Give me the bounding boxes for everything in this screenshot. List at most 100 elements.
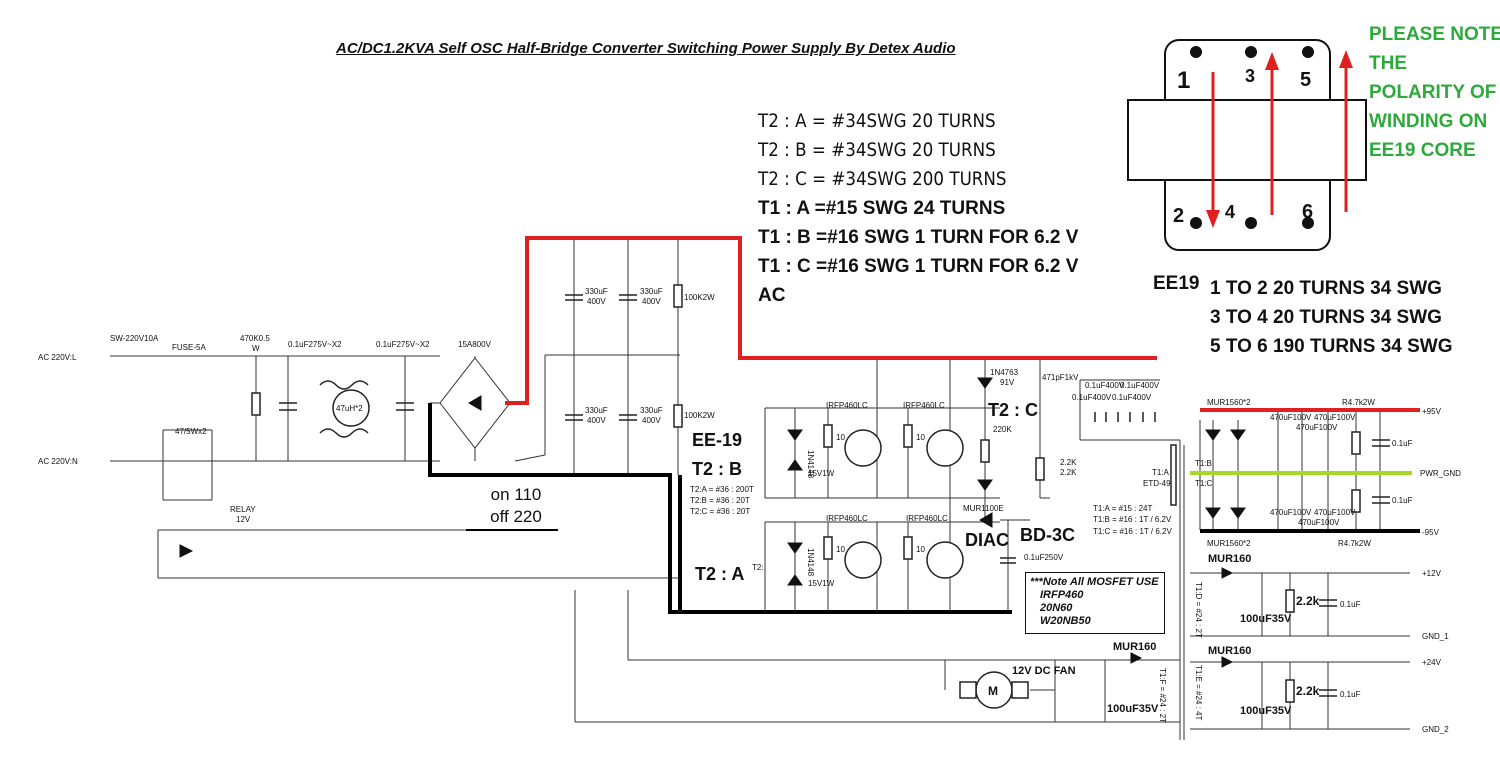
t2-winding-a: T2 : A = #34SWG 20 TURNS: [758, 110, 996, 132]
label-relay-v: 12V: [236, 515, 251, 524]
label-cap-bot1-v: 400V: [587, 416, 606, 425]
label-c01-bot: 0.1uF: [1392, 496, 1413, 505]
label-r2k2-b: 2.2k: [1296, 684, 1320, 698]
ee19-pin-5: 5: [1300, 69, 1311, 91]
t2-winding-b: T2 : B = #34SWG 20 TURNS: [758, 139, 996, 161]
page-title: AC/DC1.2KVA Self OSC Half-Bridge Convert…: [336, 40, 956, 57]
label-q4: IRFP460LC: [906, 514, 948, 523]
ee19-pin-6: 6: [1302, 201, 1313, 223]
label-rg3: 10: [836, 545, 845, 554]
label-cap-bot2-v: 400V: [642, 416, 661, 425]
hv-positive-rail: [505, 236, 1157, 405]
label-x2a: 0.1uF275V~X2: [288, 340, 342, 349]
t1-winding-a: T1 : A =#15 SWG 24 TURNS: [758, 198, 1006, 219]
label-mur160-a: MUR160: [1208, 553, 1251, 565]
label-diac: DIAC: [965, 530, 1009, 550]
label-gnd2: GND_2: [1422, 725, 1449, 734]
switch-note-on: on 110: [490, 485, 542, 504]
label-t2-small: T2:: [752, 563, 764, 572]
label-c01-400a: 0.1uF400V: [1085, 381, 1125, 390]
mosfet-note-heading: ***Note All MOSFET USE: [1030, 576, 1159, 588]
label-t1box-2: T1:B = #16 : 1T / 6.2V: [1093, 515, 1172, 524]
label-c100-a: 100uF35V: [1240, 613, 1292, 625]
component-labels: AC 220V:L AC 220V:N SW-220V10A FUSE-5A 4…: [38, 287, 1461, 734]
label-cap-top2: 330uF: [640, 287, 663, 296]
label-t1e: T1:E = #24 : 4T: [1194, 665, 1203, 720]
label-mur1560-top: MUR1560*2: [1207, 398, 1251, 407]
t2-winding-c: T2 : C = #34SWG 200 TURNS: [758, 168, 1007, 190]
label-1n4763-v: 91V: [1000, 378, 1015, 387]
t1-winding-c: T1 : C =#16 SWG 1 TURN FOR 6.2 V: [758, 256, 1079, 277]
label-t2box-2: T2:B = #36 : 20T: [690, 496, 750, 505]
label-r470k-w: W: [252, 344, 260, 353]
label-c01-top: 0.1uF: [1392, 439, 1413, 448]
label-plus12: +12V: [1422, 569, 1442, 578]
label-relay: RELAY: [230, 505, 256, 514]
ee19-line-1: 1 TO 2 20 TURNS 34 SWG: [1210, 278, 1442, 299]
label-t2c: T2 : C: [988, 400, 1039, 420]
label-c01-400c: 0.1uF400V: [1072, 393, 1112, 402]
label-x2b: 0.1uF275V~X2: [376, 340, 430, 349]
label-bridge: 15A800V: [458, 340, 492, 349]
label-t1d: T1:D = #24 : 2T: [1194, 582, 1203, 638]
label-gnd1: GND_1: [1422, 632, 1449, 641]
label-rg2: 10: [916, 433, 925, 442]
label-ntc: 47/5Wx2: [175, 427, 207, 436]
label-t1b: T1:B: [1195, 459, 1212, 468]
ee19-label: EE19: [1153, 273, 1200, 294]
label-ee19-t2b-line1: EE-19: [692, 430, 743, 450]
label-minus95: -95V: [1422, 528, 1440, 537]
label-fan: 12V DC FAN: [1012, 665, 1076, 677]
label-c100-b: 100uF35V: [1240, 705, 1292, 717]
mosfet-note-box: ***Note All MOSFET USE IRFP460 20N60 W20…: [1025, 572, 1165, 634]
resistor-2k2-labels: 2.2k 2.2k M: [988, 594, 1320, 698]
label-cap-bot1: 330uF: [585, 406, 608, 415]
label-fuse: FUSE-5A: [172, 343, 206, 352]
label-c470-1: 470uF100V: [1270, 413, 1312, 422]
label-r2k2-a: 2.2k: [1296, 594, 1320, 608]
label-r47-bot: R4.7k2W: [1338, 539, 1371, 548]
label-sw: SW-220V10A: [110, 334, 159, 343]
label-q1: IRFP460LC: [826, 401, 868, 410]
label-r2k2a: 2.2K: [1060, 458, 1077, 467]
ee19-pin-numbers: 1 3 5 2 4 6: [1173, 66, 1313, 227]
label-1n4148-bot: 1N4148: [806, 548, 815, 577]
ee19-pin-2: 2: [1173, 205, 1184, 227]
label-bd3c: BD-3C: [1020, 525, 1076, 545]
label-cap-top1-v: 400V: [587, 297, 606, 306]
component-symbols: [251, 284, 1390, 709]
label-plus24: +24V: [1422, 658, 1442, 667]
label-t1box-1: T1:A = #15 : 24T: [1093, 504, 1152, 513]
label-c250: 0.1uF250V: [1024, 553, 1064, 562]
t1-winding-ac: AC: [758, 285, 786, 306]
label-mur1560-bot: MUR1560*2: [1207, 539, 1251, 548]
bold-component-labels: MUR160 MUR160 MUR160 100uF35V 100uF35V 1…: [1012, 553, 1292, 717]
label-cap-bot2: 330uF: [640, 406, 663, 415]
label-pwr-gnd: PWR_GND: [1420, 469, 1461, 478]
label-c470-2: 470uF100V: [1314, 413, 1356, 422]
ee19-pin-3: 3: [1245, 66, 1255, 86]
label-ac-n: AC 220V:N: [38, 457, 78, 466]
switch-note-off: off 220: [490, 507, 542, 526]
t1-winding-b: T1 : B =#16 SWG 1 TURN FOR 6.2 V: [758, 227, 1079, 248]
label-rg1: 10: [836, 433, 845, 442]
ee19-core-drawing: [1127, 39, 1367, 251]
label-ac-l: AC 220V:L: [38, 353, 77, 362]
label-choke: 47uH*2: [336, 404, 363, 413]
label-r47-top: R4.7k2W: [1342, 398, 1375, 407]
label-r100k-top: 100K2W: [684, 293, 715, 302]
label-t2box-3: T2:C = #36 : 20T: [690, 507, 750, 516]
label-r470k: 470K0.5: [240, 334, 270, 343]
hv-negative-rail: [428, 403, 1012, 614]
label-fan-m: M: [988, 684, 998, 698]
label-r100k-bot: 100K2W: [684, 411, 715, 420]
label-z15-bot: 15V1W: [808, 579, 835, 588]
ee19-pin-4: 4: [1225, 202, 1235, 222]
label-plus95: +95V: [1422, 407, 1442, 416]
label-c470-6: 470uF100V: [1298, 518, 1340, 527]
label-c100-c: 100uF35V: [1107, 703, 1159, 715]
label-c470-4: 470uF100V: [1270, 508, 1312, 517]
label-c470-3: 470uF100V: [1296, 423, 1338, 432]
